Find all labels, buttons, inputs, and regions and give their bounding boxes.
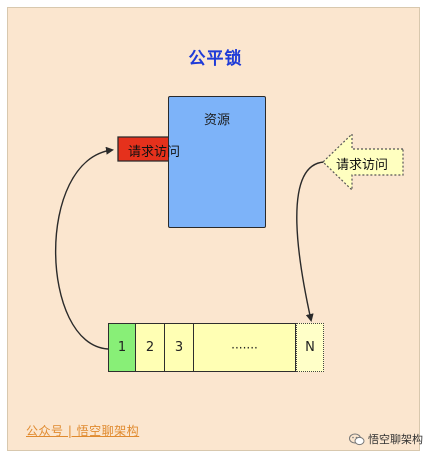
queue-cell-n: N [296, 323, 324, 372]
enqueue-connector [296, 161, 325, 322]
queue-cell-3: 3 [165, 323, 194, 372]
queue-cell-ellipsis: ······· [194, 323, 296, 372]
resource-label: 资源 [203, 113, 230, 128]
queue-cell-2: 2 [136, 323, 165, 372]
waiting-request-label: 请求访问 [336, 158, 389, 173]
diagram-frame [7, 7, 420, 451]
footer-watermark-label: 悟空聊架构 [368, 433, 423, 446]
waiting-request-arrow [322, 132, 404, 192]
wechat-icon [349, 433, 365, 445]
footer-watermark: 悟空聊架构 [349, 431, 423, 447]
resource-box: 资源 [168, 96, 266, 228]
dequeue-connector [55, 146, 114, 350]
queue-cell-1: 1 [108, 323, 136, 372]
diagram-title: 公平锁 [188, 49, 243, 69]
active-request-label: 请求访问 [128, 145, 181, 160]
footer-account-link[interactable]: 公众号 | 悟空聊架构 [26, 424, 140, 438]
